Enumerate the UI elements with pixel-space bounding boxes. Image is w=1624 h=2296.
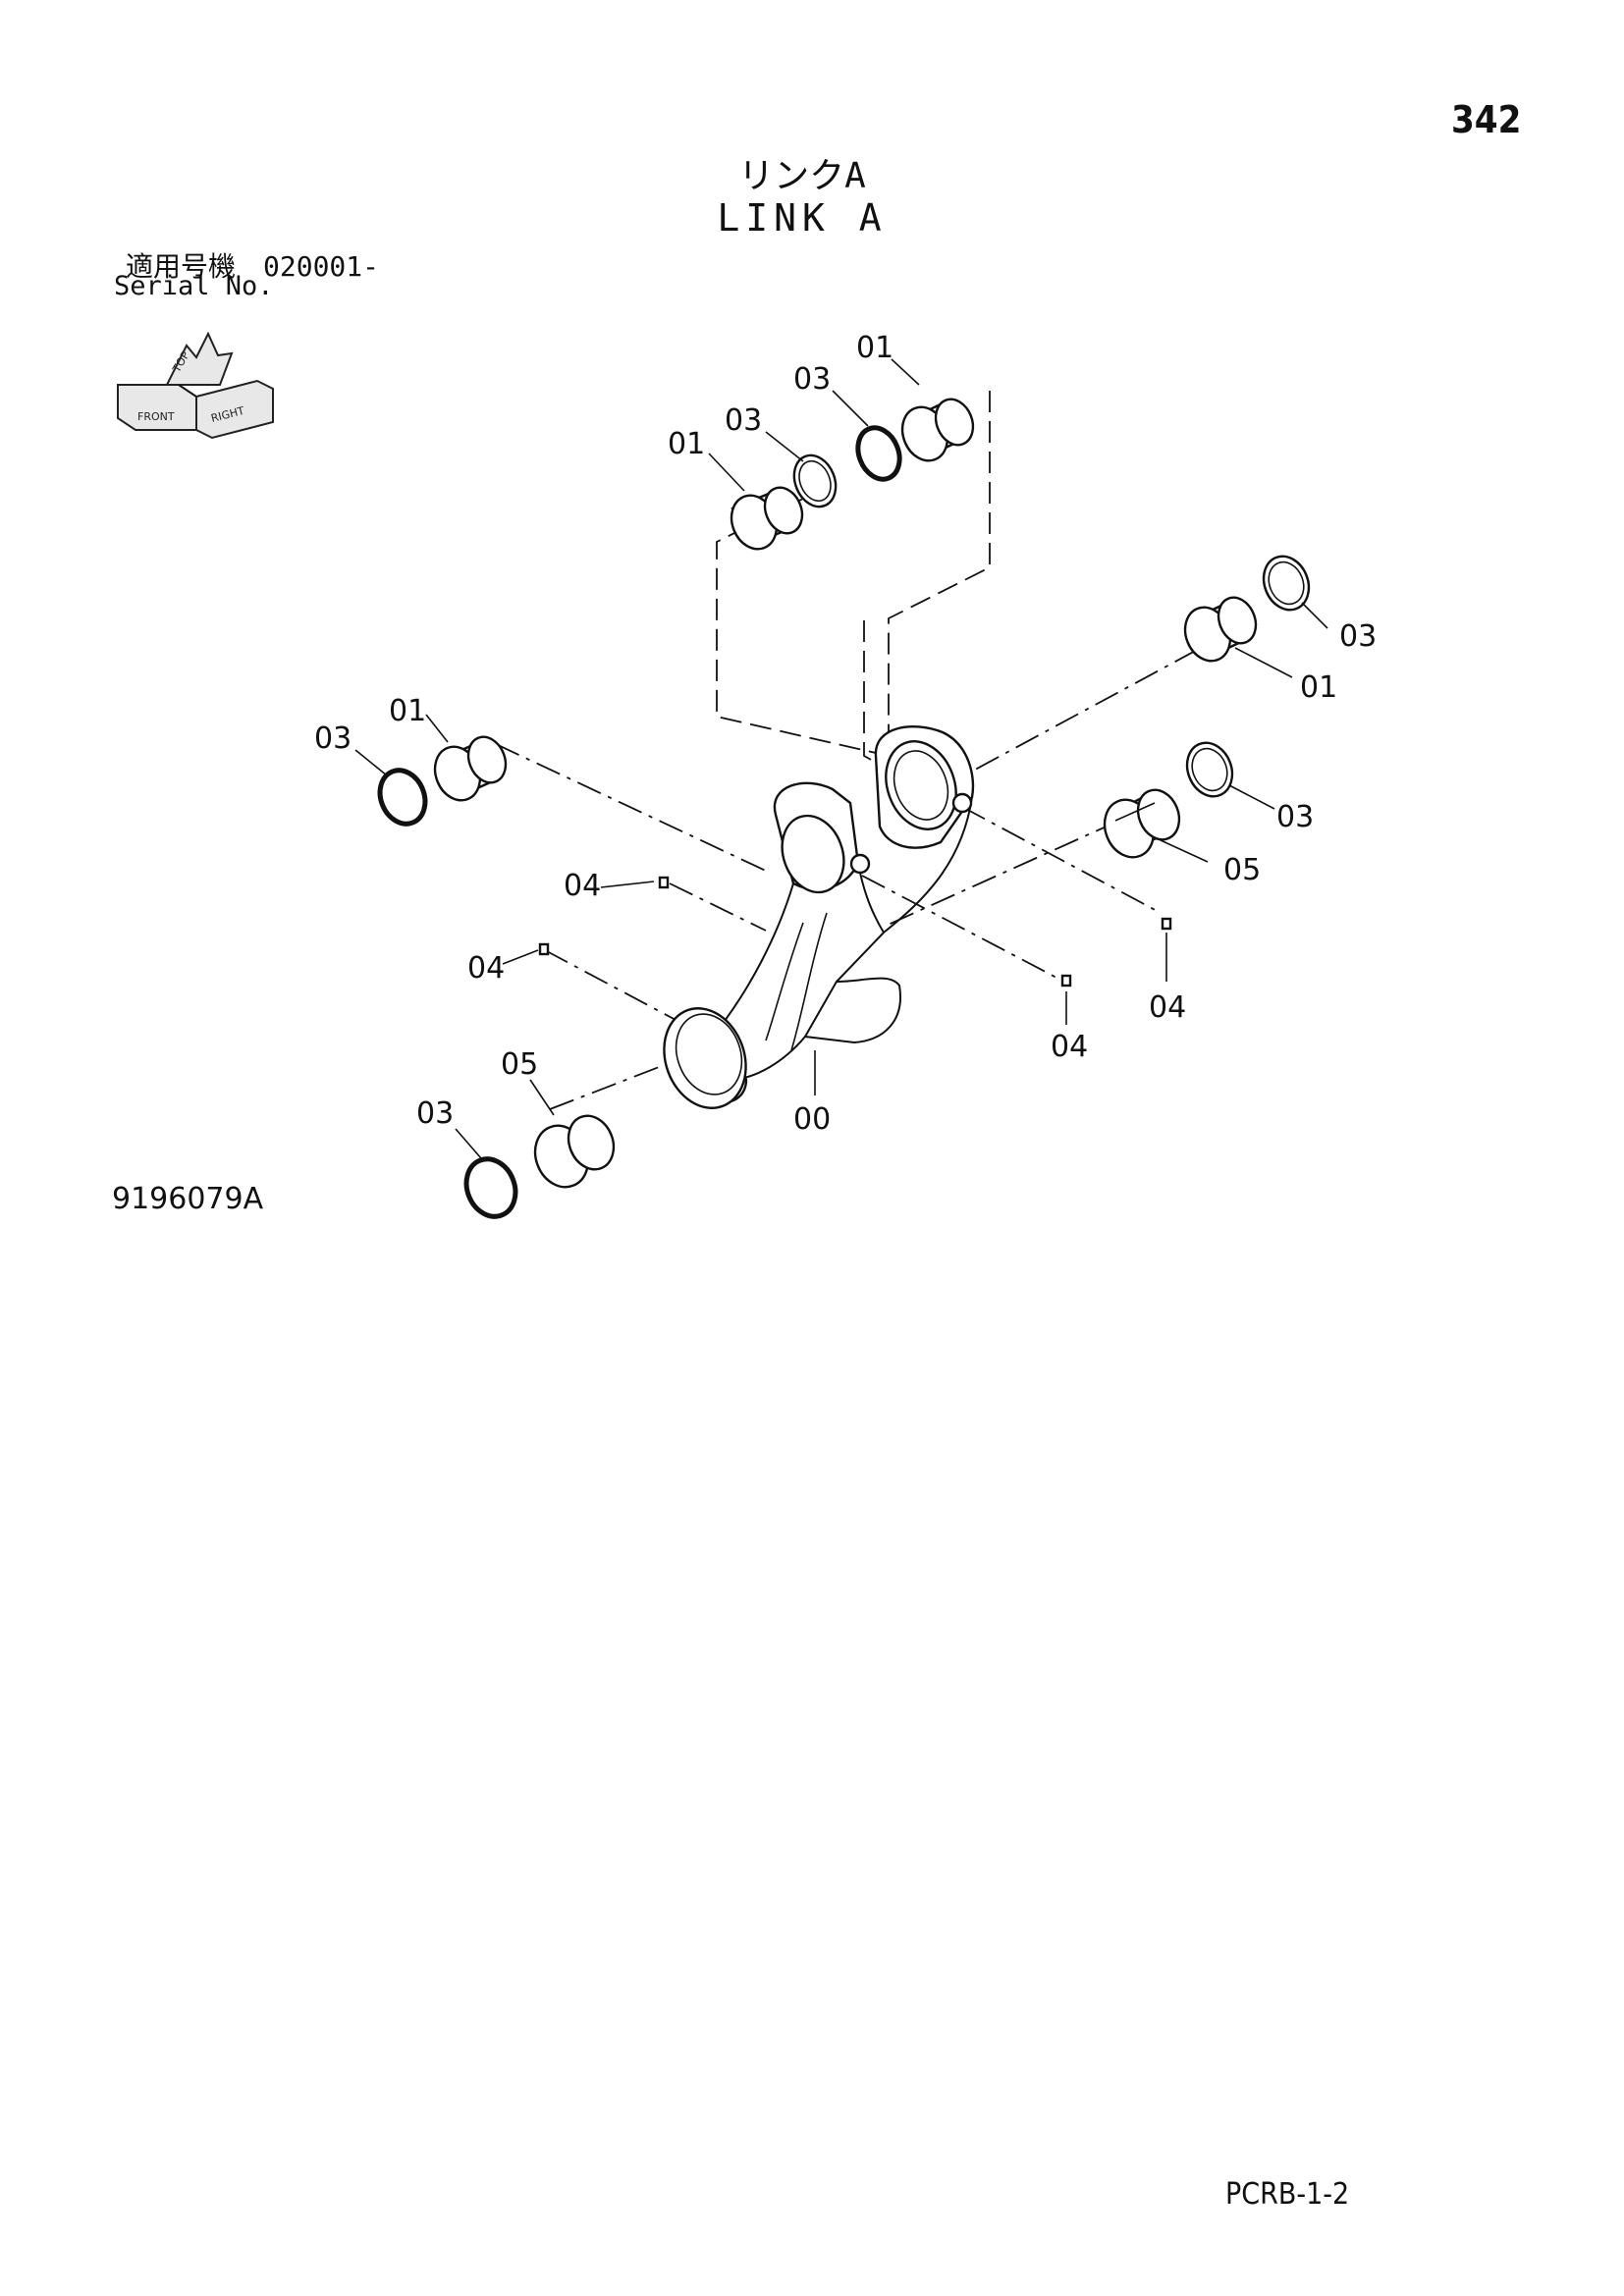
page-title-japanese: リンクA [738,156,866,196]
bushing-01-upper-left [730,486,804,551]
callout-bushing-01-top: 01 [856,331,893,365]
orientation-cube-icon: FRONT TOP RIGHT [117,331,274,440]
link-a-body-00 [663,725,975,1109]
callout-bushing-05-right: 05 [1223,853,1261,887]
callout-link-body-00: 00 [793,1102,831,1137]
callout-seal-03-right: 03 [1339,619,1377,654]
callout-seal-03-left-bottom: 03 [416,1096,454,1131]
callout-fitting-04-b: 04 [467,951,505,986]
callout-fitting-04-c: 04 [1051,1030,1088,1064]
grease-fitting-04-d [1161,917,1172,931]
seal-ring-03-upper-mid [855,425,902,482]
footer-code: PCRB-1-2 [1225,2177,1350,2212]
serial-label: Serial No. [114,271,274,301]
seal-ring-03-left-top [377,768,428,827]
page-number: 342 [1451,98,1522,141]
serial-label-japanese: 適用号機 020001- [126,250,380,283]
callout-bushing-01-right: 01 [1300,670,1337,705]
drawing-number: 9196079A [112,1182,264,1216]
bushing-01-upper-right [900,398,975,462]
callout-bushing-01-left: 01 [389,694,426,728]
page-title: LINK A [717,196,888,240]
grease-fitting-04-c [1060,974,1072,988]
callout-fitting-04-d: 04 [1149,990,1186,1025]
seal-ring-03-right-mid [1185,741,1234,798]
callout-seal-03-top: 03 [793,362,831,397]
callout-bushing-05-left: 05 [501,1047,538,1082]
callout-bushing-01-top-left: 01 [668,427,705,461]
bushing-05-left [533,1114,616,1189]
seal-ring-03-upper-left [792,454,838,508]
seal-ring-03-left-bottom [463,1156,518,1219]
grease-fitting-04-a [658,876,670,889]
callout-seal-03-right-mid: 03 [1276,800,1314,834]
bushing-05-right [1103,788,1181,859]
callout-fitting-04-a: 04 [564,869,601,903]
bushing-01-right [1183,596,1258,663]
grease-fitting-04-b [538,942,550,956]
seal-ring-03-right-top [1262,555,1311,612]
bushing-01-left [433,735,508,802]
orientation-label-front: FRONT [137,410,175,423]
callout-seal-03-top-left: 03 [725,403,762,438]
callout-seal-03-left: 03 [314,721,352,756]
